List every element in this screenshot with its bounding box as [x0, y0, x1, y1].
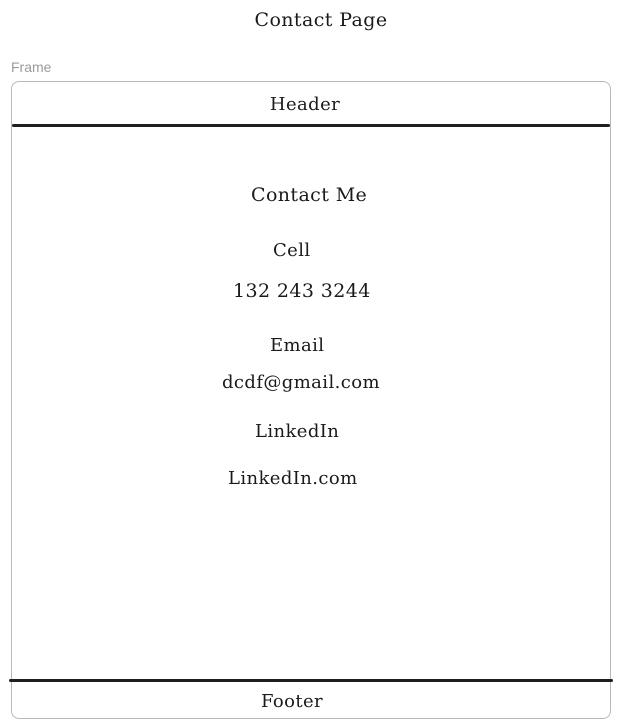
contact-heading: Contact Me [251, 184, 368, 206]
header-label: Header [269, 94, 341, 115]
footer-divider [9, 679, 613, 682]
page-title: Contact Page [254, 9, 388, 31]
wireframe-frame [11, 81, 611, 719]
footer-label: Footer [260, 691, 324, 712]
linkedin-label: LinkedIn [255, 421, 340, 442]
header-divider [12, 124, 610, 127]
email-address: dcdf@gmail.com [222, 372, 380, 393]
email-label: Email [270, 335, 325, 356]
cell-number: 132 243 3244 [233, 280, 371, 302]
cell-label: Cell [273, 240, 311, 261]
linkedin-link: LinkedIn.com [228, 468, 358, 489]
frame-label: Frame [11, 59, 52, 75]
